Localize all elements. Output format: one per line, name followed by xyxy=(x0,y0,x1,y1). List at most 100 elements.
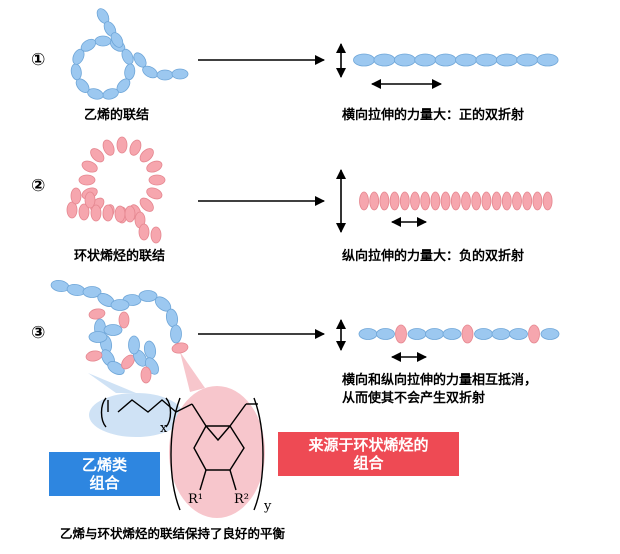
cycloolefin-bead xyxy=(512,191,522,211)
row-1-right-label: 横向拉伸的力量大：正的双折射 xyxy=(342,108,525,123)
ethylene-zigzag xyxy=(117,399,177,413)
ethylene-bead xyxy=(170,324,182,344)
cycloolefin-bead xyxy=(410,191,420,211)
ethylene-bead xyxy=(94,35,112,47)
row-3-number: ③ xyxy=(31,323,46,343)
highlight-halos xyxy=(88,352,265,518)
ethylene-bead xyxy=(475,53,498,67)
ethylene-bead xyxy=(156,69,174,81)
ethylene-bead xyxy=(414,53,437,67)
ethylene-bracket-open xyxy=(100,397,107,428)
ethylene-bead xyxy=(536,53,559,67)
r2-bond xyxy=(229,469,237,491)
ring-bridge xyxy=(205,425,231,442)
cycloolefin-halo-connector xyxy=(180,352,205,392)
cycloolefin-bead xyxy=(66,201,78,219)
ethylene-bead xyxy=(407,328,427,340)
cycloolefin-bead xyxy=(118,311,130,329)
ethylene-bead xyxy=(373,53,396,67)
cycloolefin-bead xyxy=(102,204,114,222)
cycloolefin-bead xyxy=(461,324,474,344)
cycloolefin-bead xyxy=(114,205,126,223)
ring-lower xyxy=(193,425,245,471)
cycloolefin-box-line-1: 来源于环状烯烃的 xyxy=(308,436,429,454)
link-bond xyxy=(175,403,193,413)
r1-bond xyxy=(199,469,207,491)
chemical-structure: x y R¹ R² xyxy=(100,397,272,514)
cycloolefin-bead xyxy=(461,191,471,211)
ethylene-bead xyxy=(455,53,477,67)
cycloolefin-bead xyxy=(369,191,380,211)
cycloolefin-bead xyxy=(395,324,407,344)
ring-top-bonds xyxy=(191,403,247,427)
ethylene-halo xyxy=(89,393,183,437)
row-2-right-label: 纵向拉伸的力量大：负的双折射 xyxy=(342,249,525,264)
cycloolefin-bead xyxy=(501,191,512,211)
cycloolefin-bead xyxy=(129,139,142,156)
cycloolefin-bead xyxy=(389,191,400,211)
cycloolefin-bead xyxy=(528,324,540,344)
cycloolefin-bead xyxy=(150,226,162,244)
ethylene-bead xyxy=(171,68,189,80)
ethylene-bead xyxy=(82,286,102,298)
cycloolefin-bead xyxy=(88,308,106,320)
subscript-x: x xyxy=(160,421,168,436)
caption: 乙烯与环状烯烃的联结保持了良好的平衡 xyxy=(60,526,286,541)
ethylene-bead xyxy=(376,328,395,340)
row-1-left-label: 乙烯的联结 xyxy=(84,108,150,123)
cycloolefin-bead xyxy=(471,191,482,211)
ethylene-bead xyxy=(540,328,560,340)
row-2-number: ② xyxy=(31,176,46,196)
ethylene-bead xyxy=(434,53,457,67)
cycloolefin-box-line-2: 组合 xyxy=(353,454,384,472)
ethylene-bead xyxy=(509,328,528,340)
ethylene-bead xyxy=(66,283,86,297)
cycloolefin-bead xyxy=(430,191,441,211)
ethylene-box: 乙烯类 组合 xyxy=(49,452,160,496)
ethylene-bead xyxy=(425,328,444,340)
ethylene-bead xyxy=(358,328,378,340)
ethylene-bead xyxy=(70,63,82,81)
ethylene-box-line-1: 乙烯类 xyxy=(81,456,127,474)
cycloolefin-bead xyxy=(90,148,105,163)
cycloolefin-bead xyxy=(138,223,150,241)
ethylene-bead xyxy=(128,335,140,355)
cycloolefin-bead xyxy=(124,205,136,223)
cycloolefin-bead xyxy=(85,350,103,362)
ethylene-bead xyxy=(110,32,124,48)
cycloolefin-bead xyxy=(139,197,154,212)
ethylene-bead xyxy=(393,53,416,67)
cycloolefin-bead xyxy=(81,160,98,173)
cycloolefin-bead xyxy=(78,174,96,186)
cycloolefin-bead xyxy=(146,160,163,173)
cycloolefin-bead xyxy=(116,136,128,154)
cycloolefin-bead xyxy=(139,148,154,163)
cycloolefin-bead xyxy=(491,191,502,211)
cyclo-bracket-open xyxy=(170,397,181,511)
ethylene-bracket-close xyxy=(165,397,172,428)
cycloolefin-bead xyxy=(420,191,431,211)
ethylene-bead xyxy=(88,331,108,343)
ethylene-halo-connector xyxy=(88,373,136,393)
ethylene-bead xyxy=(107,361,125,375)
cycloolefin-box: 来源于环状烯烃的 组合 xyxy=(278,432,459,476)
r2-label: R² xyxy=(234,492,249,507)
cycloolefin-bead xyxy=(450,191,461,211)
cycloolefin-bead xyxy=(90,204,102,222)
cyclo-bracket-close xyxy=(253,397,264,511)
row-1-number: ① xyxy=(31,50,46,70)
row-3-right-label-line-1: 横向和纵向拉伸的力量相互抵消， xyxy=(342,373,538,388)
subscript-y: y xyxy=(263,499,272,514)
cycloolefin-bead xyxy=(532,191,543,211)
cycloolefin-bead xyxy=(78,203,90,221)
ethylene-bead xyxy=(442,328,462,340)
cycloolefin-bead xyxy=(379,191,390,211)
ethylene-bead xyxy=(516,53,539,67)
ethylene-bead xyxy=(353,53,375,67)
r1-label: R¹ xyxy=(188,492,203,507)
row-2-left-label: 环状烯烃的联结 xyxy=(74,249,166,264)
arrows xyxy=(198,43,442,362)
ethylene-bead xyxy=(138,290,158,302)
cycloolefin-bead xyxy=(359,191,369,211)
